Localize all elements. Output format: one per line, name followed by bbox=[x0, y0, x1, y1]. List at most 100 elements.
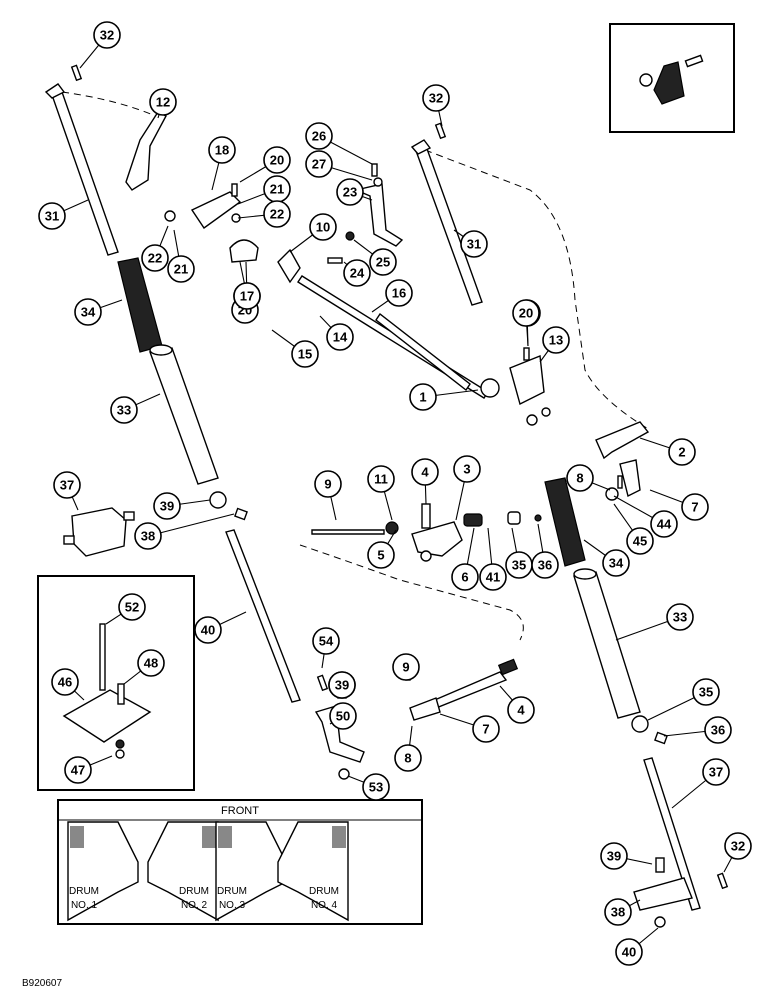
bearing-icon bbox=[480, 378, 500, 398]
nut-icon bbox=[115, 749, 125, 759]
svg-text:7: 7 bbox=[691, 500, 698, 515]
callout-6: 6 bbox=[451, 563, 479, 591]
bolt-icon bbox=[655, 857, 665, 873]
callout-22: 22 bbox=[141, 244, 169, 272]
bolt-icon bbox=[316, 674, 329, 692]
svg-text:8: 8 bbox=[404, 751, 411, 766]
drum-label-line2: NO. 2 bbox=[181, 900, 208, 911]
callout-33: 33 bbox=[666, 603, 694, 631]
callout-31: 31 bbox=[38, 202, 66, 230]
front-panel-title: FRONT bbox=[221, 805, 259, 817]
callout-27: 27 bbox=[305, 150, 333, 178]
nut-icon bbox=[345, 231, 355, 241]
bolt-icon bbox=[523, 347, 530, 361]
callout-21: 21 bbox=[263, 175, 291, 203]
callout-5: 5 bbox=[367, 541, 395, 569]
nut-icon bbox=[338, 768, 350, 780]
cable-path-lower bbox=[299, 544, 524, 641]
callout-38: 38 bbox=[134, 522, 162, 550]
cable-icon bbox=[311, 529, 385, 535]
callout-39: 39 bbox=[328, 671, 356, 699]
spring-icon bbox=[463, 513, 483, 527]
callout-40: 40 bbox=[615, 938, 643, 966]
washer-icon bbox=[115, 739, 125, 749]
svg-text:15: 15 bbox=[298, 347, 312, 362]
svg-text:32: 32 bbox=[731, 839, 745, 854]
bolt-icon bbox=[684, 54, 704, 68]
svg-text:26: 26 bbox=[312, 129, 326, 144]
bolt-icon bbox=[327, 257, 343, 264]
svg-text:22: 22 bbox=[148, 251, 162, 266]
callout-18: 18 bbox=[208, 136, 236, 164]
callout-37: 37 bbox=[53, 471, 81, 499]
plate-icon bbox=[411, 521, 463, 557]
coupler-icon bbox=[209, 491, 227, 509]
callout-37: 37 bbox=[702, 758, 730, 786]
svg-text:53: 53 bbox=[369, 780, 383, 795]
svg-text:31: 31 bbox=[45, 209, 59, 224]
callout-33: 33 bbox=[110, 396, 138, 424]
pin-icon bbox=[605, 487, 619, 501]
svg-text:38: 38 bbox=[141, 529, 155, 544]
rod-icon bbox=[44, 83, 119, 256]
bracket-icon bbox=[353, 183, 404, 247]
callout-36: 36 bbox=[531, 551, 559, 579]
svg-text:8: 8 bbox=[576, 471, 583, 486]
mount-plate-icon bbox=[62, 689, 152, 743]
drawing-code: B920607 bbox=[22, 978, 62, 989]
drum-detail bbox=[70, 826, 84, 848]
bolt-icon bbox=[99, 623, 106, 691]
callout-21: 21 bbox=[167, 255, 195, 283]
drum-label-line2: NO. 1 bbox=[71, 900, 98, 911]
drum-label-line1: DRUM bbox=[179, 886, 209, 897]
drum-detail bbox=[218, 826, 232, 848]
callout-48: 48 bbox=[137, 649, 165, 677]
spring-icon bbox=[117, 257, 163, 353]
callout-44: 44 bbox=[650, 510, 678, 538]
callout-26: 26 bbox=[305, 122, 333, 150]
drum-detail bbox=[202, 826, 216, 848]
nut-icon bbox=[164, 210, 176, 222]
callout-10: 10 bbox=[309, 213, 337, 241]
callout-3: 3 bbox=[453, 455, 481, 483]
callout-12: 12 bbox=[149, 88, 177, 116]
callout-24: 24 bbox=[343, 259, 371, 287]
svg-text:41: 41 bbox=[486, 570, 500, 585]
callout-20: 20 bbox=[512, 299, 540, 327]
svg-text:18: 18 bbox=[215, 143, 229, 158]
bolt-icon bbox=[434, 122, 447, 140]
svg-text:32: 32 bbox=[100, 28, 114, 43]
svg-text:31: 31 bbox=[467, 237, 481, 252]
nut-icon bbox=[541, 407, 551, 417]
callout-39: 39 bbox=[153, 492, 181, 520]
nut-icon bbox=[526, 414, 538, 426]
callout-group: 3212311820212226272310242517341614153319… bbox=[38, 21, 752, 966]
callout-46: 46 bbox=[51, 668, 79, 696]
pin-icon bbox=[617, 475, 623, 489]
bracket-icon bbox=[277, 248, 301, 284]
svg-text:6: 6 bbox=[461, 570, 468, 585]
callout-7: 7 bbox=[681, 493, 709, 521]
bolt-icon bbox=[421, 503, 431, 529]
callout-34: 34 bbox=[74, 298, 102, 326]
callout-16: 16 bbox=[385, 279, 413, 307]
callout-15: 15 bbox=[291, 340, 319, 368]
svg-text:9: 9 bbox=[402, 660, 409, 675]
svg-text:50: 50 bbox=[336, 709, 350, 724]
callout-2: 2 bbox=[668, 438, 696, 466]
nut-icon bbox=[639, 73, 653, 87]
callout-13: 13 bbox=[542, 326, 570, 354]
callout-11: 11 bbox=[367, 465, 395, 493]
callout-14: 14 bbox=[326, 323, 354, 351]
svg-text:39: 39 bbox=[335, 678, 349, 693]
svg-text:14: 14 bbox=[333, 330, 348, 345]
callout-50: 50 bbox=[329, 702, 357, 730]
svg-text:7: 7 bbox=[482, 722, 489, 737]
spring-icon bbox=[544, 477, 586, 567]
svg-text:13: 13 bbox=[549, 333, 563, 348]
bolt-icon bbox=[716, 872, 729, 890]
arm-icon bbox=[595, 421, 650, 460]
drum-shape-1 bbox=[67, 821, 139, 922]
